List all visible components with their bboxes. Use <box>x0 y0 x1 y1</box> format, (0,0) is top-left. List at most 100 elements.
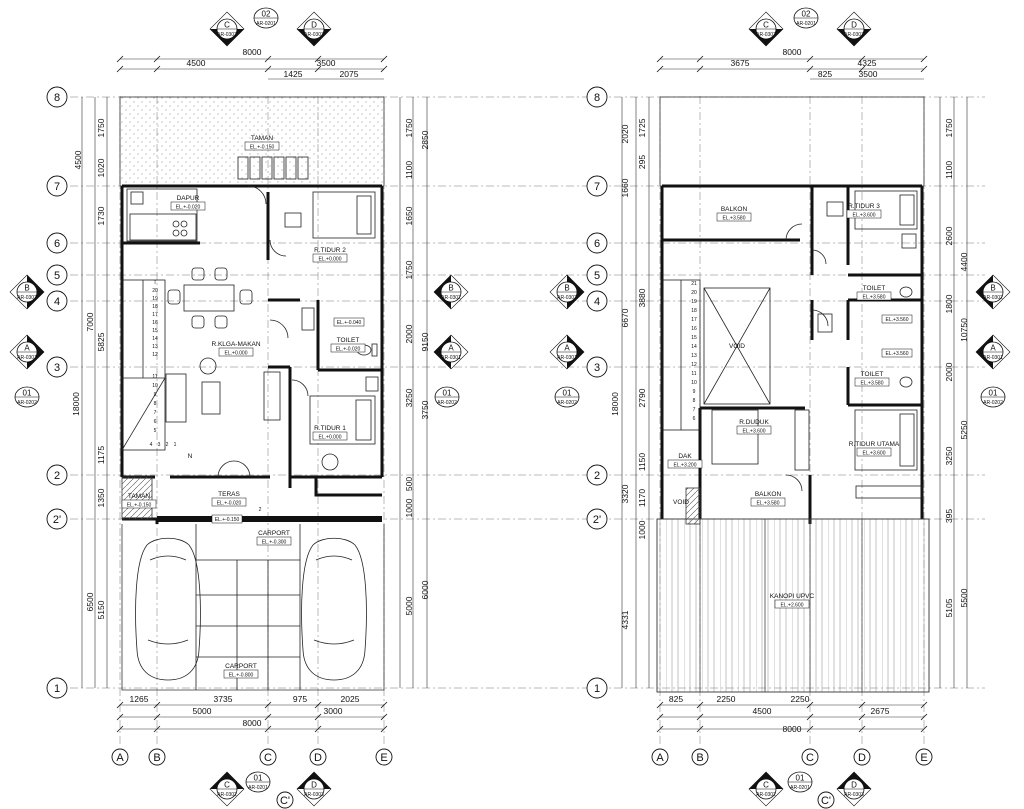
roof-area <box>659 96 925 187</box>
uf-room-7-level: EL.+3.580 <box>757 501 780 507</box>
gf-room-4-level: EL.+-0.020 <box>336 347 361 353</box>
uf-stair-num-8: 13 <box>691 353 697 359</box>
uf-stair-num-5: 16 <box>691 326 697 332</box>
elevation-mark-right-1-sheet: AR-0202 <box>557 400 577 406</box>
gf-room-1-level: EL.+-0.020 <box>176 205 201 211</box>
grid-col-right-e-bubble <box>915 748 933 766</box>
uf-room-2-name: TOILET <box>863 285 886 292</box>
elevation-mark-bottom-right-label: 01 <box>796 774 805 783</box>
canopy-roof <box>656 487 930 693</box>
section-marker-right-1: AAR-0301 <box>433 334 469 370</box>
gf-room-0-level: EL.+-0.150 <box>250 145 275 151</box>
section-marker-top-0: CAR-0302 <box>209 11 245 47</box>
uf-room-5-name: R.TIDUR UTAMA <box>849 441 900 448</box>
grid-row-left-5-bubble <box>46 356 68 378</box>
gf-dim-right-b: 2850 <box>420 130 430 149</box>
uf-room-8-level-box <box>774 599 810 609</box>
section-marker-left-3: A AR-0301 <box>549 334 585 370</box>
section-marker-left-2-label: B <box>564 284 569 293</box>
uf-stair-num-0: 21 <box>691 281 697 287</box>
uf-dim-left-d: 1660 <box>620 178 630 197</box>
bedroom-1-bed <box>309 395 376 445</box>
grid-col-left-e-bubble <box>375 748 393 766</box>
gf-dim-left-j: 6500 <box>85 592 95 611</box>
uf-dim-bottom-a: 825 <box>669 694 683 704</box>
gf-room-7-level-box <box>121 499 157 509</box>
north-marker: N <box>188 453 193 460</box>
elevation-mark-bottom-right-sheet: AR-0201 <box>790 785 810 791</box>
grid-row-right-0: 8 <box>594 92 600 104</box>
gf-dim-bottom-b: 3735 <box>214 694 233 704</box>
grid-row-left-2-bubble <box>46 232 68 254</box>
grid-col-left-a-bubble <box>111 748 129 766</box>
uf-dim-top-b: 4325 <box>858 58 877 68</box>
uf-room-1-name: R.TIDUR 3 <box>848 203 880 210</box>
uf-dim-bottom-b: 2250 <box>717 694 736 704</box>
section-marker-top-3-sheet: AR-0303 <box>844 32 864 38</box>
uf-room-1-level-box <box>846 209 882 219</box>
gf-dim-bottom-e: 5000 <box>193 706 212 716</box>
elevation-mark-bottom-left-sheet: AR-0201 <box>248 785 268 791</box>
uf-dim-left-l: 1000 <box>637 520 647 539</box>
gf-room-6-level: EL.+-0.020 <box>217 501 242 507</box>
grid-row-right-4: 4 <box>594 296 600 308</box>
gf-room-2-name: R.TIDUR 2 <box>314 247 346 254</box>
uf-dim-right-b: 1100 <box>944 161 954 180</box>
grid-col-left-a: A <box>116 752 124 764</box>
elevation-mark-top-right-label: 02 <box>802 10 811 19</box>
uf-stair-num-2: 19 <box>691 299 697 305</box>
stair-ground <box>121 279 166 451</box>
section-marker-bottom-0: CAR-0302 <box>209 771 245 807</box>
uf-dim-bottom-e: 4500 <box>753 706 772 716</box>
gf-dim-left-d: 1730 <box>96 206 106 225</box>
uf-dim-right-c: 2600 <box>944 226 954 245</box>
gf-dim-right-h: 3250 <box>404 388 414 407</box>
uf-stair-num-4: 17 <box>691 317 697 323</box>
uf-dim-top-c: 825 <box>818 69 832 79</box>
gf-dim-right-i: 3750 <box>420 400 430 419</box>
section-marker-top-1-sheet: AR-0303 <box>304 32 324 38</box>
gf-room-5-level-box <box>312 431 348 441</box>
grid-row-left-0-bubble <box>46 86 68 108</box>
grid-row-right-8-bubble <box>586 677 608 699</box>
uf-dim-right-l: 5500 <box>959 588 969 607</box>
gf-dim-bottom-c: 975 <box>293 694 307 704</box>
gf-room-3-name: R.KLGA-MAKAN <box>211 341 260 348</box>
elevation-mark-right-2-label: 01 <box>989 389 998 398</box>
grid-col-left-d: D <box>314 752 322 764</box>
section-marker-top-2-label: C <box>763 21 769 30</box>
uf-dim-left-k: 1170 <box>637 489 647 508</box>
uf-room-8-level: EL.+2.600 <box>781 603 804 609</box>
gf-dim-right-c: 1100 <box>404 161 414 180</box>
uf-dim-left-g: 18000 <box>610 392 620 416</box>
section-marker-left-3-sheet: AR-0301 <box>557 355 577 361</box>
grid-row-left-1: 7 <box>54 181 60 193</box>
section-marker-left-3-label: A <box>564 344 570 353</box>
dimension-lines <box>81 58 968 730</box>
grid-col-right-a: A <box>656 752 664 764</box>
uf-stair-num-11: 10 <box>691 380 697 386</box>
gf-stair-bottom-0: 4 <box>150 442 153 448</box>
bedroom-2-bed <box>312 191 376 239</box>
uf-room-5-level: EL.+3.600 <box>863 451 886 457</box>
gf-room-2-level-box <box>312 253 348 263</box>
uf-dim-right-d: 4400 <box>959 252 969 271</box>
grid-col-right-b-bubble <box>691 748 709 766</box>
gf-dim-left-k: 5150 <box>96 600 106 619</box>
grid-col-left-cprime: C' <box>280 795 290 807</box>
grid-row-right-1-bubble <box>586 175 608 197</box>
gf-dim-right-m: 6000 <box>420 580 430 599</box>
gf-stair-upper-8: 13 <box>152 344 158 350</box>
uf-stair-num-12: 9 <box>693 389 696 395</box>
grid-col-right-e: E <box>920 752 927 764</box>
elevation-mark-top-left-sheet: AR-0201 <box>256 21 276 27</box>
gf-stair-upper-3: 18 <box>152 304 158 310</box>
uf-dim-left-b: 1725 <box>637 118 647 137</box>
uf-stair-num-3: 18 <box>691 308 697 314</box>
void-opening <box>703 287 771 405</box>
uf-level-wc1-box <box>881 314 913 324</box>
